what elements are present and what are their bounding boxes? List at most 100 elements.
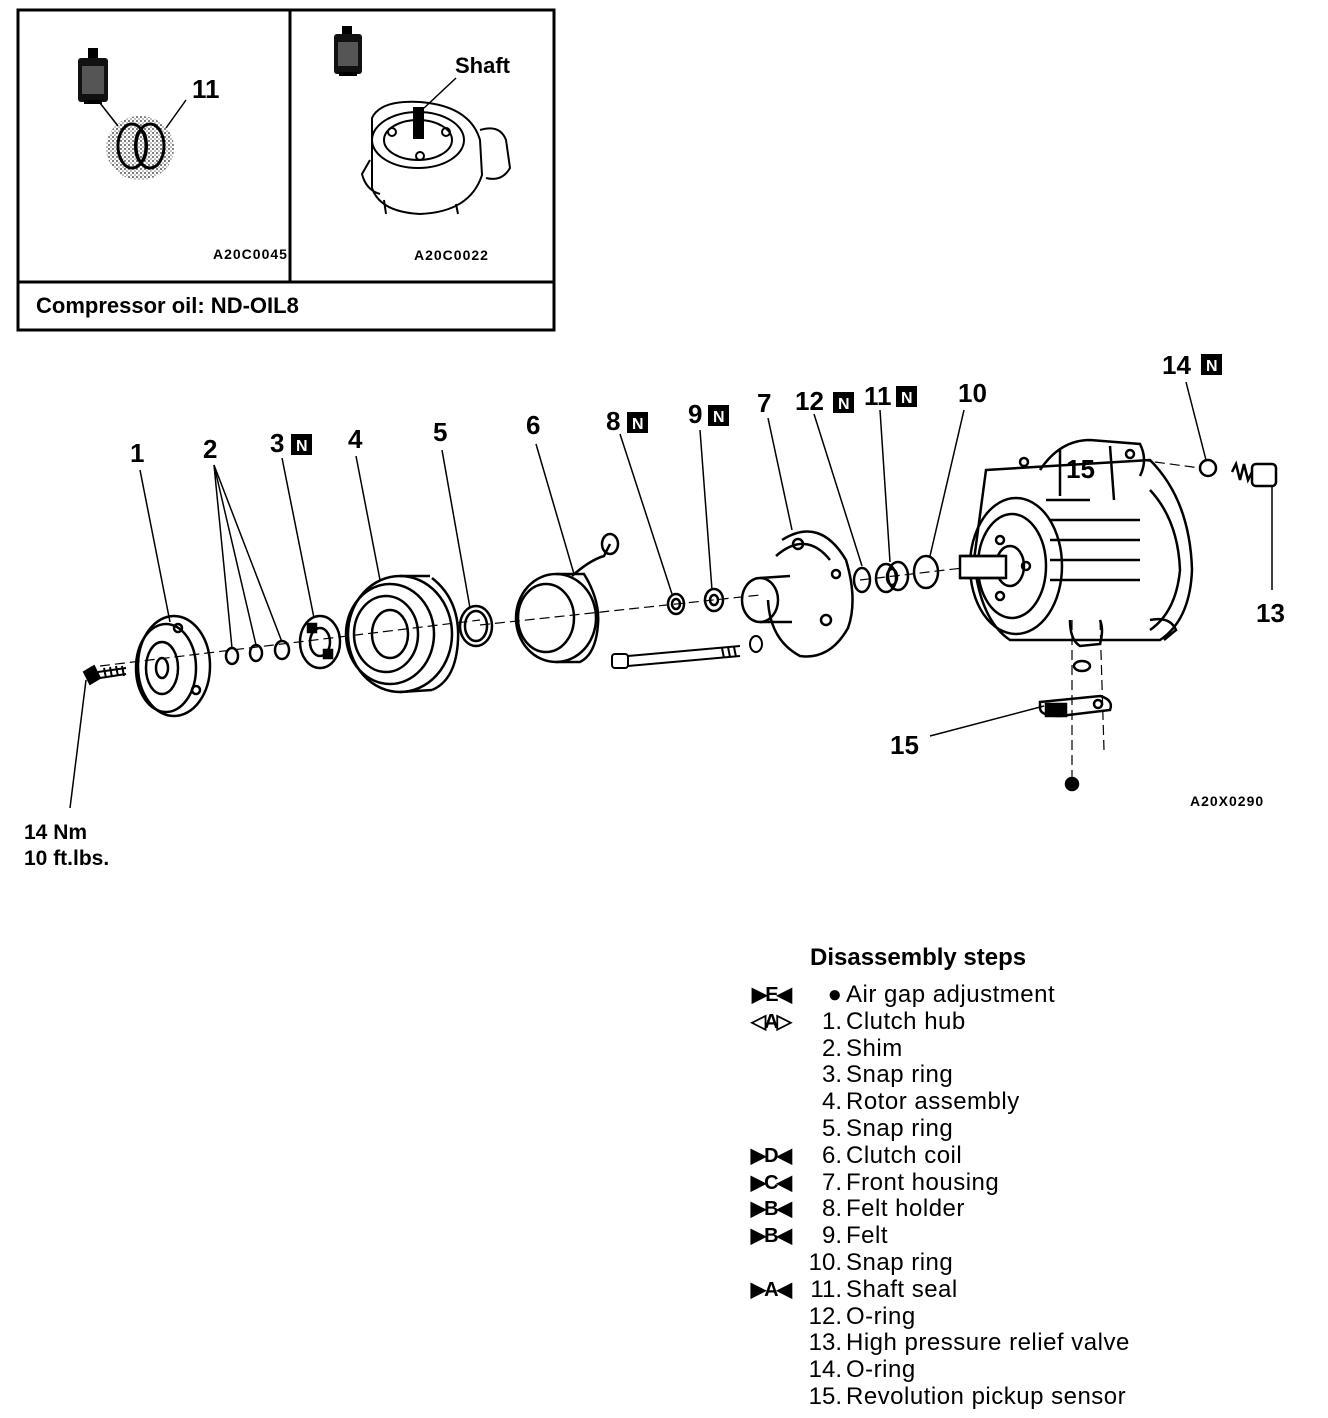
svg-text:N: N [632, 416, 644, 433]
callout-6: 6 [526, 410, 540, 440]
inset-box: 11 A20C0045 Shaft A20C0022 [16, 8, 556, 332]
step-row: ◁A▷1.Clutch hub [680, 1007, 1240, 1036]
step-number: 9. [821, 1222, 842, 1250]
step-number: 15. [808, 1382, 842, 1410]
clutch-coil [514, 532, 620, 664]
step-number: 2. [821, 1034, 842, 1062]
step-row: 10.Snap ring [680, 1248, 1240, 1277]
step-number: 8. [821, 1195, 842, 1223]
step-number: 5. [821, 1114, 842, 1142]
svg-text:N: N [713, 409, 725, 426]
step-text: Clutch coil [846, 1141, 963, 1169]
step-text: O-ring [846, 1356, 916, 1384]
callout-14: 14 [1162, 350, 1191, 380]
callout-13: 13 [1256, 598, 1285, 628]
step-number: 11. [810, 1275, 842, 1303]
callout-7: 7 [757, 388, 771, 418]
step-number: 10. [808, 1248, 842, 1276]
disassembly-steps: Disassembly steps ▶E◀ ●Air gap adjustment… [680, 944, 1240, 1411]
front-housing [740, 530, 854, 658]
step-service-mark: ▶B◀ [750, 1225, 792, 1248]
step-row: 12.O-ring [680, 1302, 1240, 1331]
clutch-bolt [82, 664, 127, 686]
step-service-mark: ▶E◀ [751, 984, 792, 1006]
inset-code-left: A20C0045 [213, 246, 288, 262]
callout-15: 15 [890, 730, 919, 760]
step-number: 14. [808, 1356, 842, 1384]
new-part-badge: N [627, 412, 648, 433]
step-number: 7. [821, 1168, 842, 1196]
step-number: 13. [808, 1329, 842, 1357]
felt [703, 587, 725, 613]
callout-9: 9 [688, 399, 702, 429]
step-row: ▶E◀ ●Air gap adjustment [680, 982, 1240, 1009]
step-row: 3.Snap ring [680, 1062, 1240, 1089]
o-ring-14 [1198, 458, 1218, 478]
rotor-assembly [344, 574, 460, 694]
step-row: ▶B◀ 8.Felt holder [680, 1196, 1240, 1223]
step-text: Snap ring [846, 1061, 954, 1089]
compressor-front-icon [360, 100, 512, 216]
callout-11: 11 [864, 381, 892, 411]
clutch-hub [134, 614, 212, 718]
step-text: Air gap adjustment [846, 981, 1056, 1008]
shaft-seal-11 [874, 560, 910, 594]
inset-caption: Compressor oil: ND-OIL8 [36, 293, 299, 318]
callout-10: 10 [958, 378, 987, 408]
step-number: 6. [821, 1141, 842, 1169]
new-part-badge: N [291, 434, 312, 455]
callout-2: 2 [203, 434, 217, 464]
step-service-mark: ▶C◀ [750, 1171, 792, 1194]
step-row: ▶A◀11.Shaft seal [680, 1275, 1240, 1304]
callout-15-top: 15 [1066, 454, 1095, 484]
new-part-badge: N [896, 386, 917, 407]
inset-label-shaft: Shaft [455, 53, 511, 78]
step-row: 2.Shim [680, 1034, 1240, 1063]
step-row: 15.Revolution pickup sensor [680, 1382, 1240, 1411]
step-text: Clutch hub [846, 1007, 966, 1035]
svg-text:N: N [901, 390, 913, 407]
step-number: ● [827, 981, 843, 1008]
callout-5: 5 [433, 417, 447, 447]
shaft-seal-icon [99, 99, 187, 180]
step-text: Felt holder [846, 1195, 965, 1223]
new-part-badge: N [833, 392, 854, 413]
snap-ring-5 [458, 604, 494, 648]
step-service-mark: ▶A◀ [750, 1278, 792, 1301]
step-text: Shim [846, 1034, 903, 1062]
callout-3: 3 [270, 428, 284, 458]
torque-spec: 14 Nm 10 ft.lbs. [24, 820, 109, 872]
callout-1: 1 [130, 438, 144, 468]
snap-ring-3 [298, 614, 342, 670]
inset-code-right: A20C0022 [414, 247, 489, 263]
step-row: ▶B◀ 9.Felt [680, 1223, 1240, 1250]
torque-imperial: 10 ft.lbs. [24, 847, 110, 870]
oil-bottle-icon [334, 26, 362, 76]
oil-bottle-icon [78, 48, 108, 104]
compressor-body [958, 438, 1194, 648]
step-text: O-ring [846, 1302, 916, 1330]
step-text: Felt [846, 1222, 889, 1250]
felt-holder [666, 592, 686, 616]
new-part-badge: N [1201, 354, 1222, 375]
step-text: High pressure relief valve [846, 1329, 1130, 1357]
callouts: 1 2 3 N 4 5 6 8 N 9 N 7 12 N 11 N 10 [130, 350, 1285, 809]
step-row: 14.O-ring [680, 1357, 1240, 1384]
step-row: 4.Rotor assembly [680, 1089, 1240, 1116]
new-part-badge: N [708, 405, 729, 426]
assembly-axis [99, 459, 1201, 780]
step-number: 1. [821, 1007, 842, 1035]
step-text: Snap ring [846, 1248, 954, 1276]
svg-text:N: N [1206, 358, 1218, 375]
steps-title: Disassembly steps [810, 944, 1027, 971]
diagram-code: A20X0290 [1190, 793, 1264, 809]
inset-label-11: 11 [192, 74, 220, 104]
svg-text:N: N [296, 438, 308, 455]
callout-12: 12 [795, 386, 824, 416]
step-service-mark: ▶B◀ [750, 1198, 792, 1221]
step-row: ▶D◀6.Clutch coil [680, 1141, 1240, 1170]
step-row: 13.High pressure relief valve [680, 1330, 1240, 1357]
step-number: 3. [821, 1061, 842, 1089]
step-number: 4. [821, 1088, 842, 1116]
